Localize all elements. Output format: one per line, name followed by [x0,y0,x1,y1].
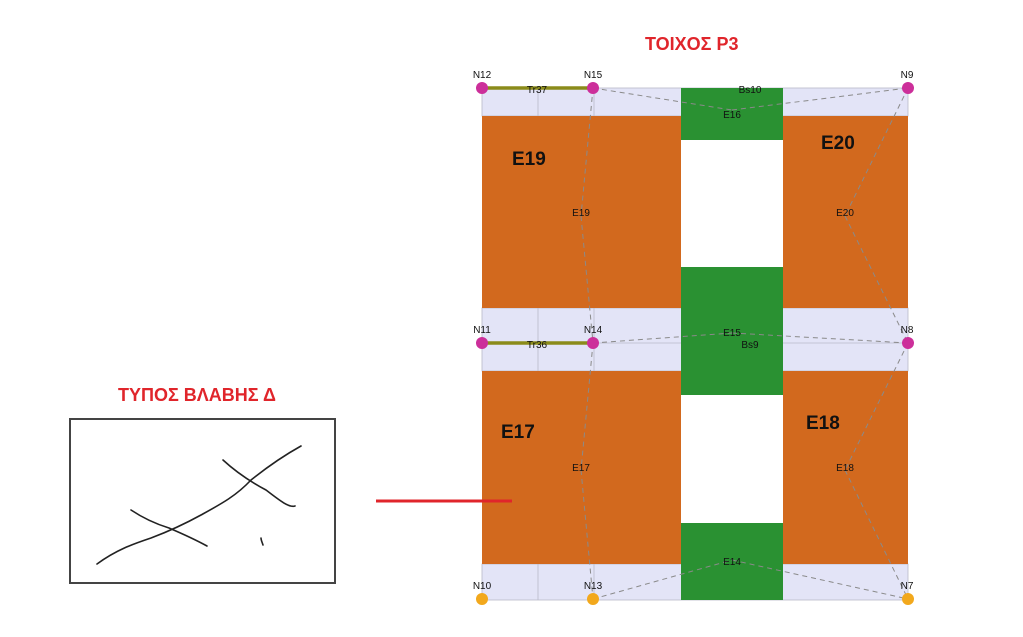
node-n8 [902,337,914,349]
pier-label-e20: E20 [821,133,855,154]
crack-pattern-sketch [96,445,302,565]
node-n12 [476,82,488,94]
node-n9 [902,82,914,94]
tie-label-tr36: Tr36 [527,340,548,351]
node-label-n9: N9 [901,70,914,81]
nodes [476,82,914,605]
beam-label-bs9: Bs9 [741,340,759,351]
wall-title: ΤΟΙΧΟΣ Ρ3 [645,34,739,54]
node-n11 [476,337,488,349]
element-label-e18: E18 [836,463,854,474]
pier-e17 [482,371,681,564]
node-n14 [587,337,599,349]
element-label-e15: E15 [723,328,741,339]
pier-label-e17: E17 [501,422,535,443]
node-label-n7: N7 [901,581,914,592]
element-label-e19: E19 [572,208,590,219]
node-label-n14: N14 [584,325,603,336]
spandrels [681,88,783,600]
element-label-e20: E20 [836,208,854,219]
node-label-n8: N8 [901,325,914,336]
element-label-e14: E14 [723,557,741,568]
node-n10 [476,593,488,605]
node-labels: N12 N15 N9 N11 N14 N8 N10 N13 N7 [473,70,914,592]
pier-label-e18: E18 [806,413,840,434]
damage-sketch-box [69,418,336,584]
element-axes [580,87,909,600]
element-label-e17: E17 [572,463,590,474]
pier-e18 [783,371,908,564]
node-label-n15: N15 [584,70,603,81]
node-label-n13: N13 [584,581,603,592]
pier-e20 [783,116,908,308]
ties [482,86,593,345]
tie-label-tr37: Tr37 [527,85,548,96]
pier-e19 [482,116,681,308]
node-label-n11: N11 [473,325,491,336]
node-n13 [587,593,599,605]
spandrel-e14 [681,523,783,600]
element-label-e16: E16 [723,110,741,121]
spandrel-e16 [681,88,783,140]
node-label-n12: N12 [473,70,492,81]
node-n7 [902,593,914,605]
beam-label-bs10: Bs10 [739,85,762,96]
pier-labels: E19 E20 E17 E18 [501,133,855,443]
member-labels: Tr37 Tr36 Bs10 Bs9 [527,85,762,351]
node-n15 [587,82,599,94]
spandrel-e15 [681,267,783,395]
piers [482,116,908,564]
element-labels: E16 E15 E14 E19 E20 E17 E18 [572,110,854,568]
pier-label-e19: E19 [512,149,546,170]
damage-type-title: ΤΥΠΟΣ ΒΛΑΒΗΣ Δ [118,385,276,405]
node-label-n10: N10 [473,581,492,592]
